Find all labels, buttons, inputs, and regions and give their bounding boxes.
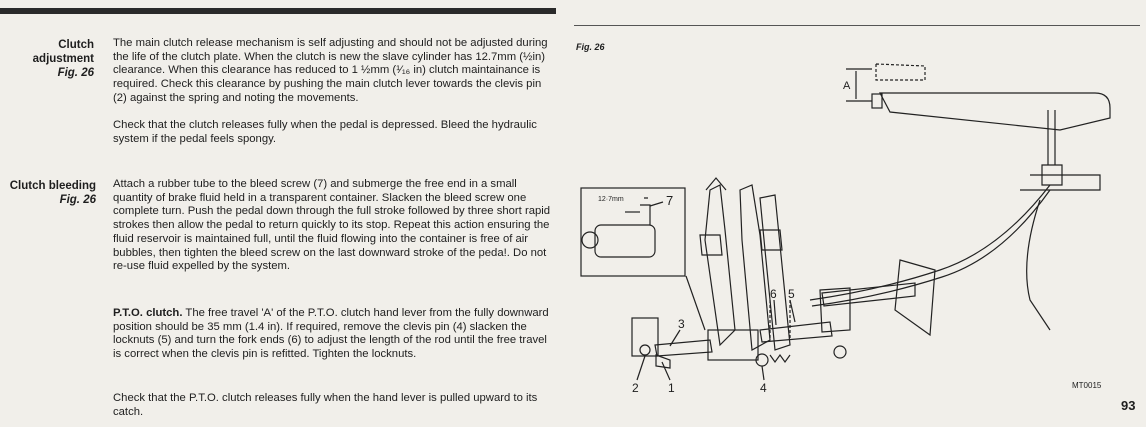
fork-lever-top bbox=[705, 177, 727, 191]
adjustment-para-1: The main clutch release mechanism is sel… bbox=[113, 37, 548, 104]
leader-4 bbox=[761, 365, 765, 381]
callout-5: 5 bbox=[788, 287, 795, 301]
hand-lever bbox=[879, 92, 1111, 131]
left-bracket bbox=[631, 317, 659, 357]
lever-bracket-right bbox=[759, 229, 783, 251]
inset-box bbox=[580, 187, 686, 277]
pto-title: P.T.O. clutch. bbox=[113, 307, 183, 319]
callout-2: 2 bbox=[632, 381, 639, 395]
inset-measure-label: 12·7mm bbox=[598, 196, 624, 203]
cable-bracket bbox=[894, 259, 936, 337]
leader-3 bbox=[669, 329, 681, 347]
fork-lever-left bbox=[704, 184, 736, 347]
slave-cylinder-end bbox=[581, 231, 599, 249]
cable-threaded-end bbox=[821, 282, 916, 307]
callout-3: 3 bbox=[678, 317, 685, 331]
pto-paragraph: P.T.O. clutch. The free travel 'A' of th… bbox=[113, 307, 555, 362]
inset-pointer bbox=[685, 275, 706, 331]
fig-ref-bleeding: Fig. 26 bbox=[59, 194, 96, 206]
rod-left bbox=[654, 339, 713, 357]
fork-end-pin bbox=[833, 345, 847, 359]
lever-rod bbox=[1047, 110, 1056, 165]
spring bbox=[769, 353, 791, 364]
lever-knob bbox=[871, 93, 883, 109]
bleed-screw bbox=[640, 197, 651, 225]
page-number: 93 bbox=[1121, 398, 1136, 413]
left-clevis bbox=[655, 354, 671, 369]
leader-7 bbox=[649, 201, 664, 207]
leader-6 bbox=[773, 299, 777, 326]
clevis-block bbox=[707, 329, 759, 361]
heading-clutch-adjustment: Clutch adjustment bbox=[32, 39, 94, 65]
pto-text: The free travel 'A' of the P.T.O. clutch… bbox=[113, 307, 549, 361]
clevis-pin-2 bbox=[639, 344, 651, 356]
bleeding-para-1: Attach a rubber tube to the bleed screw … bbox=[113, 178, 551, 273]
callout-1: 1 bbox=[668, 381, 675, 395]
callout-4: 4 bbox=[760, 381, 767, 395]
top-rule-left bbox=[0, 8, 556, 14]
fork-end bbox=[819, 287, 851, 333]
leader-1 bbox=[661, 361, 671, 381]
heading-clutch-bleeding: Clutch bleeding bbox=[9, 180, 96, 192]
fork-lever-middle bbox=[739, 184, 771, 351]
lever-rod-nut bbox=[1041, 164, 1063, 186]
top-rule-right bbox=[574, 25, 1140, 26]
cable-tail bbox=[1026, 199, 1051, 331]
lever-up-position bbox=[875, 63, 926, 81]
callout-7: 7 bbox=[666, 193, 673, 208]
lever-bracket-left bbox=[699, 234, 723, 256]
guide-lines bbox=[769, 300, 791, 340]
fig-ref-adjustment: Fig. 26 bbox=[57, 67, 94, 79]
cable-upper bbox=[809, 184, 1051, 301]
leader-2 bbox=[636, 355, 646, 381]
callout-6: 6 bbox=[770, 287, 777, 301]
cable-lower bbox=[811, 189, 1051, 307]
figure-label: Fig. 26 bbox=[576, 42, 605, 52]
side-heading-clutch-adjustment: Clutch adjustment Fig. 26 bbox=[8, 38, 94, 80]
rod-right bbox=[759, 321, 833, 343]
side-heading-clutch-bleeding: Clutch bleeding Fig. 26 bbox=[0, 179, 96, 207]
lever-bracket bbox=[1020, 174, 1101, 191]
adjustment-para-2: Check that the clutch releases fully whe… bbox=[113, 119, 537, 145]
slave-cylinder bbox=[594, 224, 656, 258]
figure-code: MT0015 bbox=[1072, 381, 1102, 390]
leader-5 bbox=[789, 299, 796, 323]
dim-a-label: A bbox=[843, 80, 851, 92]
pto-check-para: Check that the P.T.O. clutch releases fu… bbox=[113, 392, 538, 418]
